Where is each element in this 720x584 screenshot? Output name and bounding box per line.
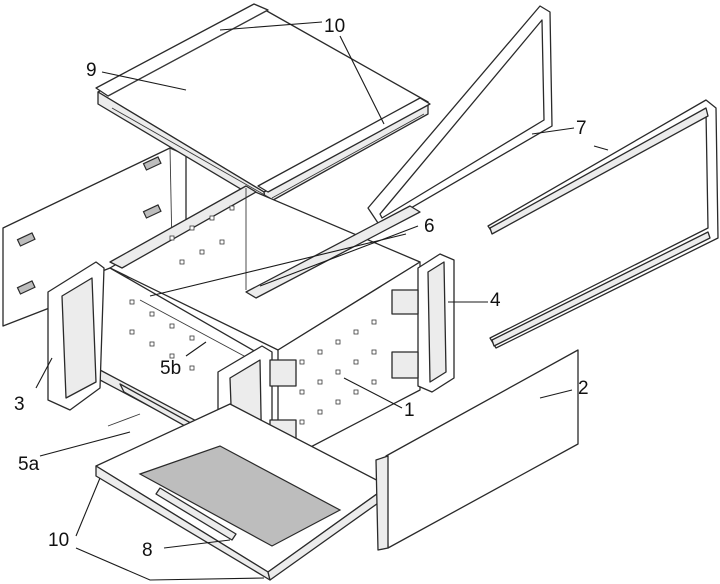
callout-4: 4 (490, 290, 501, 311)
callout-2: 2 (578, 378, 589, 399)
callout-10-top: 10 (324, 16, 345, 37)
gasket-frame-front (487, 99, 719, 349)
callout-8: 8 (142, 540, 153, 561)
callout-labels: 10 9 7 6 4 5b 2 3 1 5a 10 8 (14, 16, 589, 561)
top-cover (95, 3, 431, 205)
bottom-cover (95, 403, 389, 581)
callout-6: 6 (424, 216, 435, 237)
leader-lines (35, 21, 609, 581)
callout-9: 9 (86, 60, 97, 81)
callout-3: 3 (14, 394, 25, 415)
front-left-handle (47, 261, 105, 411)
left-side-panel (2, 147, 187, 327)
callout-7: 7 (576, 118, 587, 139)
callout-5a: 5a (18, 454, 40, 475)
callout-10-bottom: 10 (48, 530, 69, 551)
front-panel (375, 349, 579, 551)
callout-5b: 5b (160, 358, 181, 379)
perforations (129, 205, 377, 425)
callout-1: 1 (404, 400, 415, 421)
rear-handle (391, 253, 455, 393)
gasket-frame-rear (367, 5, 553, 227)
